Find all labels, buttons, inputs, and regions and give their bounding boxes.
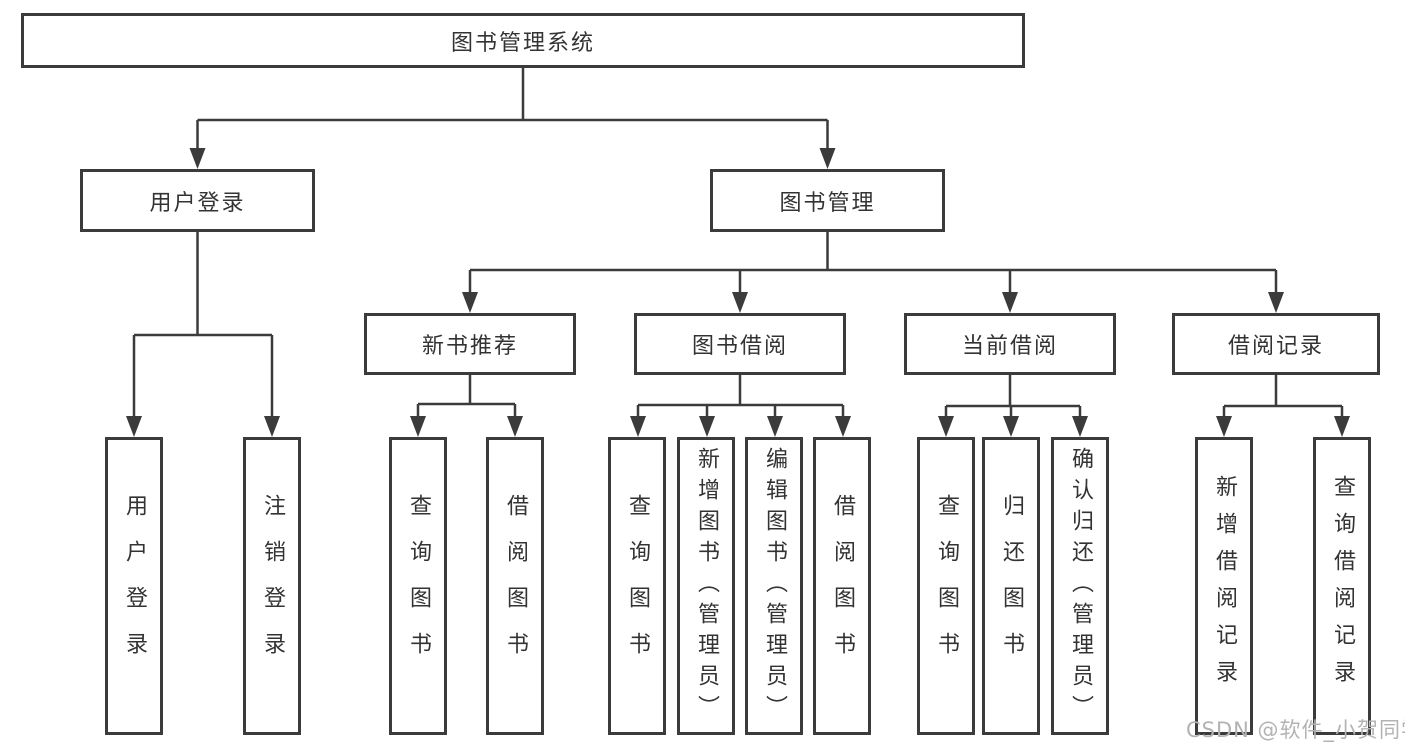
node-label: 查询图书 bbox=[406, 494, 431, 678]
leaf-add-borrow-record: 新增借阅记录 bbox=[1195, 437, 1253, 735]
node-label: 查询图书 bbox=[625, 494, 650, 678]
node-book-borrowing: 图书借阅 bbox=[634, 313, 846, 375]
node-label: 借阅图书 bbox=[830, 494, 855, 678]
node-label: 图书管理系统 bbox=[450, 30, 595, 56]
leaf-query-books: 查询图书 bbox=[917, 437, 975, 735]
node-label: 新增借阅记录 bbox=[1212, 475, 1237, 697]
node-label: 编辑图书（管理员） bbox=[762, 446, 787, 726]
node-label: 新书推荐 bbox=[421, 334, 518, 359]
node-user-login: 用户登录 bbox=[80, 169, 315, 232]
node-label: 用户登录 bbox=[122, 494, 147, 678]
node-label: 查询借阅记录 bbox=[1330, 475, 1355, 697]
node-label: 图书管理 bbox=[779, 190, 876, 216]
leaf-borrow-books: 借阅图书 bbox=[813, 437, 871, 735]
leaf-edit-books-admin: 编辑图书（管理员） bbox=[745, 437, 803, 735]
leaf-query-books: 查询图书 bbox=[389, 437, 447, 735]
leaf-logout: 注销登录 bbox=[243, 437, 301, 735]
leaf-confirm-return-admin: 确认归还（管理员） bbox=[1051, 437, 1109, 735]
node-borrowing-records: 借阅记录 bbox=[1172, 313, 1380, 375]
leaf-query-books: 查询图书 bbox=[608, 437, 666, 735]
node-label: 用户登录 bbox=[149, 190, 246, 216]
node-book-management: 图书管理 bbox=[710, 169, 945, 232]
csdn-watermark: CSDN @软件_小贺同学 bbox=[1186, 718, 1405, 742]
node-label: 注销登录 bbox=[260, 494, 285, 678]
node-current-borrowing: 当前借阅 bbox=[904, 313, 1116, 375]
node-label: 当前借阅 bbox=[961, 334, 1058, 359]
node-label: 借阅记录 bbox=[1227, 334, 1324, 359]
leaf-add-books-admin: 新增图书（管理员） bbox=[677, 437, 735, 735]
node-label: 确认归还（管理员） bbox=[1068, 446, 1093, 726]
node-label: 查询图书 bbox=[934, 494, 959, 678]
node-label: 图书借阅 bbox=[691, 334, 788, 359]
leaf-query-borrow-record: 查询借阅记录 bbox=[1313, 437, 1371, 735]
leaf-user-login: 用户登录 bbox=[105, 437, 163, 735]
node-label: 借阅图书 bbox=[503, 494, 528, 678]
leaf-borrow-books: 借阅图书 bbox=[486, 437, 544, 735]
node-library-management-system: 图书管理系统 bbox=[21, 13, 1025, 68]
node-label: 新增图书（管理员） bbox=[694, 446, 719, 726]
leaf-return-books: 归还图书 bbox=[982, 437, 1040, 735]
node-new-book-recommend: 新书推荐 bbox=[364, 313, 576, 375]
node-label: 归还图书 bbox=[999, 494, 1024, 678]
